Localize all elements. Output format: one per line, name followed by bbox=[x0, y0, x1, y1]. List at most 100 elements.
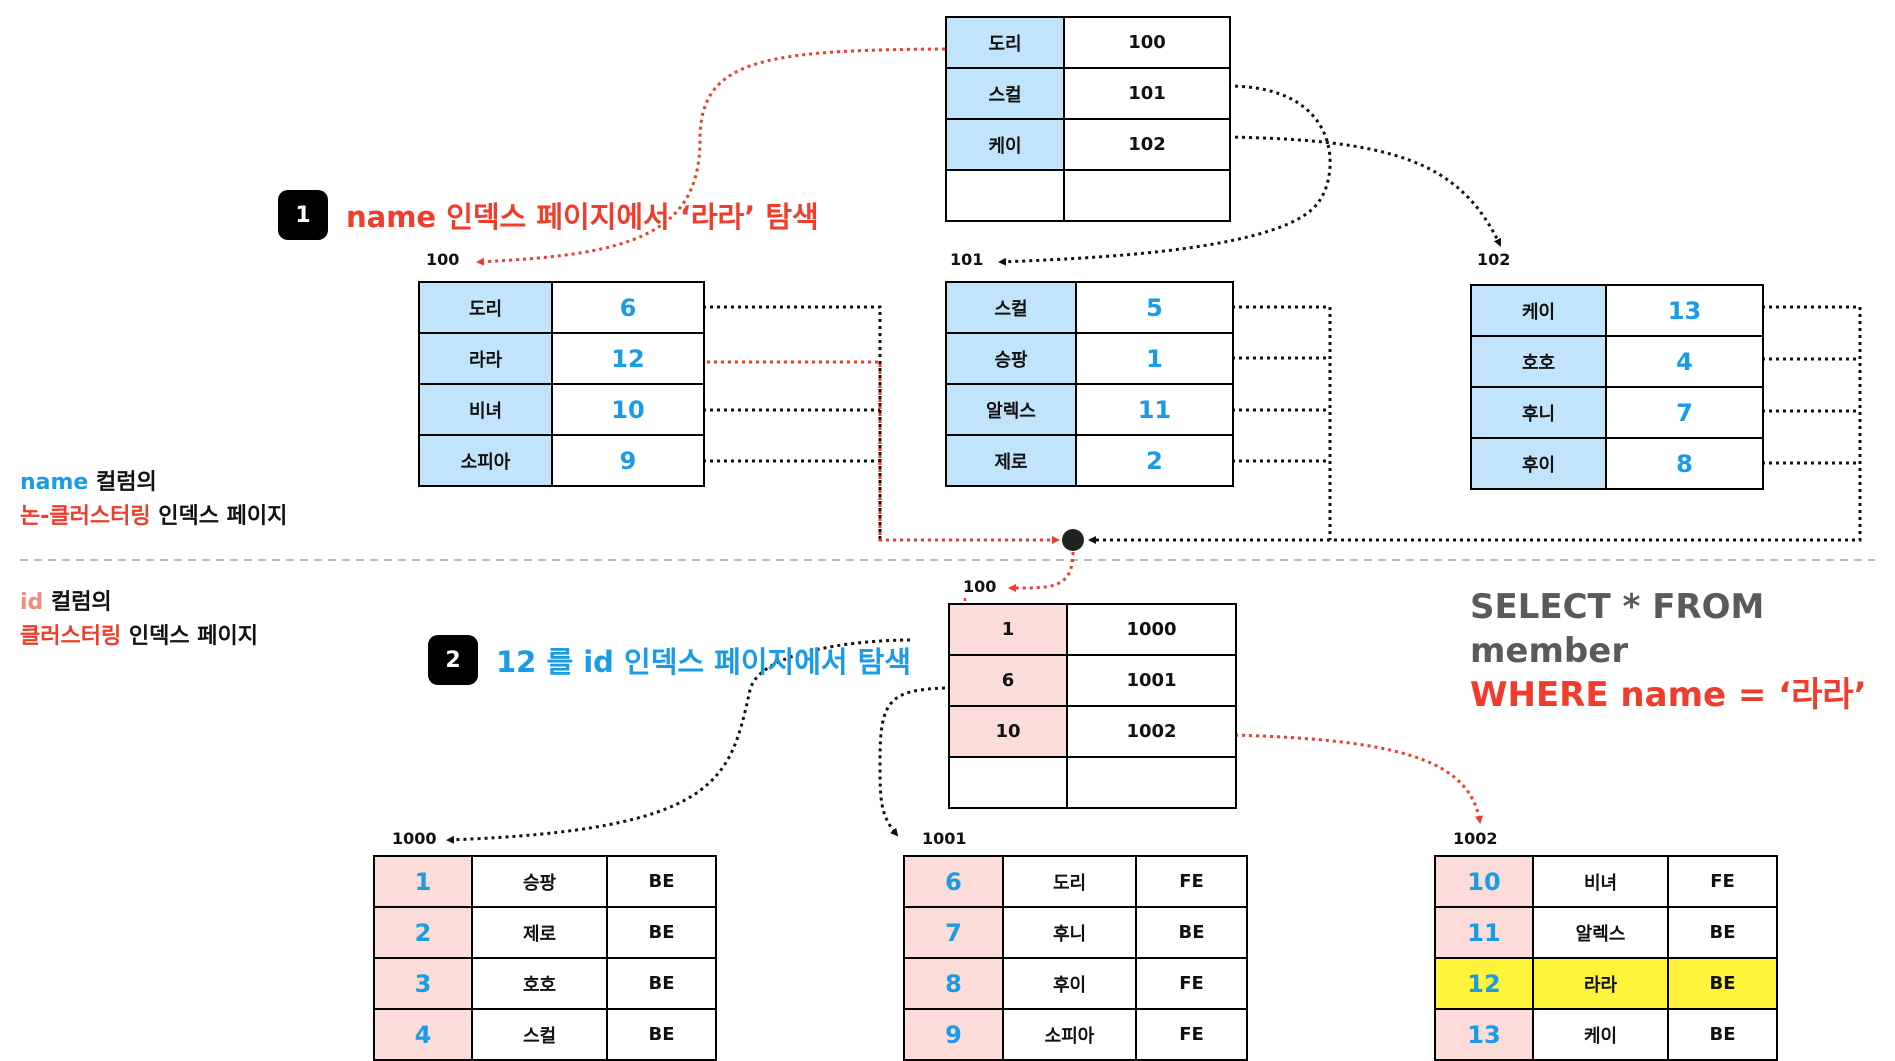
id-pointer: 8 bbox=[1605, 437, 1764, 490]
label-text: 컬럼의 bbox=[88, 470, 157, 495]
row-part: FE bbox=[1667, 855, 1778, 908]
name-key: 알렉스 bbox=[945, 383, 1077, 436]
column-name: name bbox=[20, 470, 89, 495]
name-key: 케이 bbox=[1470, 284, 1607, 337]
id-pointer: 7 bbox=[1605, 386, 1764, 439]
name-key: 승팡 bbox=[945, 332, 1077, 385]
id-pointer: 5 bbox=[1075, 281, 1234, 334]
id-pointer: 12 bbox=[551, 332, 705, 385]
nonclustered-section-label: name 컬럼의 논-클러스터링 인덱스 페이지 bbox=[20, 466, 287, 534]
step-badge: 2 bbox=[428, 635, 478, 685]
page-id-label: 100 bbox=[426, 250, 460, 269]
row-id: 11 bbox=[1434, 906, 1534, 959]
sql-line-1: SELECT * FROM member bbox=[1470, 587, 1765, 671]
row-part: BE bbox=[1667, 1008, 1778, 1061]
name-key: 스컬 bbox=[945, 281, 1077, 334]
step-2: 2 12 를 id 인덱스 페이지에서 탐색 bbox=[428, 635, 911, 685]
clustered-section-label: id 컬럼의 클러스터링 인덱스 페이지 bbox=[20, 586, 258, 654]
row-part: BE bbox=[606, 1008, 717, 1061]
id-pointer: 10 bbox=[551, 383, 705, 436]
row-name: 호호 bbox=[471, 957, 608, 1010]
row-name: 케이 bbox=[1532, 1008, 1669, 1061]
row-part: BE bbox=[1135, 906, 1248, 959]
row-part: BE bbox=[606, 957, 717, 1010]
row-part: FE bbox=[1135, 855, 1248, 908]
page-id-label: 101 bbox=[950, 250, 984, 269]
name-key: 비녀 bbox=[418, 383, 553, 436]
root-page-ref: 101 bbox=[1063, 67, 1231, 120]
id-pointer: 6 bbox=[551, 281, 705, 334]
root-key: 케이 bbox=[945, 118, 1065, 171]
name-key: 후니 bbox=[1470, 386, 1607, 439]
id-pointer: 2 bbox=[1075, 434, 1234, 487]
id-key: 10 bbox=[948, 705, 1068, 758]
row-part: BE bbox=[606, 855, 717, 908]
row-name-highlighted: 라라 bbox=[1532, 957, 1669, 1010]
row-part-highlighted: BE bbox=[1667, 957, 1778, 1010]
row-id: 8 bbox=[903, 957, 1004, 1010]
column-name: id bbox=[20, 590, 44, 615]
id-pointer: 11 bbox=[1075, 383, 1234, 436]
empty-cell bbox=[948, 756, 1068, 809]
sql-query: SELECT * FROM member WHERE name = ‘라라’ bbox=[1470, 585, 1895, 717]
name-key: 후이 bbox=[1470, 437, 1607, 490]
step-badge: 1 bbox=[278, 190, 328, 240]
row-part: BE bbox=[1667, 906, 1778, 959]
row-id: 2 bbox=[373, 906, 473, 959]
root-page-ref: 100 bbox=[1063, 16, 1231, 69]
row-id: 7 bbox=[903, 906, 1004, 959]
label-text: 인덱스 페이지 bbox=[150, 504, 288, 529]
row-id: 4 bbox=[373, 1008, 473, 1061]
row-name: 후이 bbox=[1002, 957, 1137, 1010]
index-type: 논-클러스터링 bbox=[20, 504, 151, 529]
page-ref: 1002 bbox=[1066, 705, 1237, 758]
page-id-label: 1002 bbox=[1453, 829, 1498, 848]
row-part: FE bbox=[1135, 957, 1248, 1010]
label-text: 인덱스 페이지 bbox=[121, 624, 258, 649]
id-pointer: 1 bbox=[1075, 332, 1234, 385]
root-key: 스컬 bbox=[945, 67, 1065, 120]
name-key: 제로 bbox=[945, 434, 1077, 487]
row-name: 알렉스 bbox=[1532, 906, 1669, 959]
page-ref: 1001 bbox=[1066, 654, 1237, 707]
root-key: 도리 bbox=[945, 16, 1065, 69]
row-name: 소피아 bbox=[1002, 1008, 1137, 1061]
name-key: 라라 bbox=[418, 332, 553, 385]
name-key: 소피아 bbox=[418, 434, 553, 487]
step-text: name 인덱스 페이지에서 ‘라라’ 탐색 bbox=[346, 200, 819, 234]
row-id: 10 bbox=[1434, 855, 1534, 908]
page-id-label: 1001 bbox=[922, 829, 967, 848]
name-key: 호호 bbox=[1470, 335, 1607, 388]
row-id: 13 bbox=[1434, 1008, 1534, 1061]
root-empty-cell bbox=[1063, 169, 1231, 222]
row-id: 9 bbox=[903, 1008, 1004, 1061]
row-part: FE bbox=[1135, 1008, 1248, 1061]
row-name: 제로 bbox=[471, 906, 608, 959]
page-id-label: 102 bbox=[1477, 250, 1511, 269]
id-pointer: 13 bbox=[1605, 284, 1764, 337]
row-name: 비녀 bbox=[1532, 855, 1669, 908]
sql-line-2: WHERE name = ‘라라’ bbox=[1470, 675, 1867, 715]
row-name: 승팡 bbox=[471, 855, 608, 908]
page-id-label: 1000 bbox=[392, 829, 437, 848]
id-pointer: 9 bbox=[551, 434, 705, 487]
id-key: 1 bbox=[948, 603, 1068, 656]
index-type: 클러스터링 bbox=[20, 624, 122, 649]
label-text: 컬럼의 bbox=[43, 590, 112, 615]
id-pointer: 4 bbox=[1605, 335, 1764, 388]
page-id-label: 100 bbox=[963, 577, 997, 596]
step-text: 12 를 id 인덱스 페이지에서 탐색 bbox=[496, 645, 912, 679]
root-page-ref: 102 bbox=[1063, 118, 1231, 171]
row-name: 도리 bbox=[1002, 855, 1137, 908]
row-id: 6 bbox=[903, 855, 1004, 908]
row-part: BE bbox=[606, 906, 717, 959]
